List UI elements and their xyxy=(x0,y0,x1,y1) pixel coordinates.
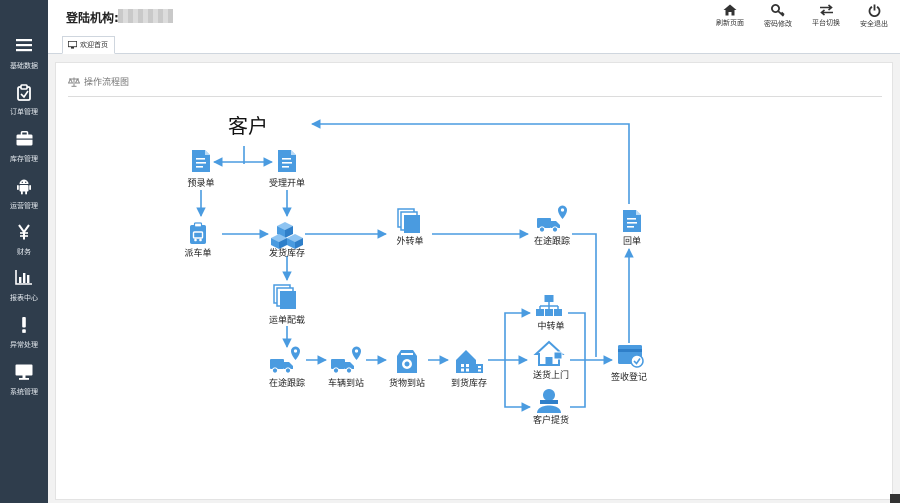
tab-label: 欢迎首页 xyxy=(80,41,108,49)
node-dispatch: 派车单 xyxy=(184,249,212,259)
sidebar-item-label: 报表中心 xyxy=(10,294,38,302)
node-transfer-out: 外转单 xyxy=(396,237,424,247)
logout-label: 安全退出 xyxy=(860,20,888,28)
monitor-icon xyxy=(68,41,77,49)
menu-icon xyxy=(0,34,48,60)
panel-title: 操作流程图 xyxy=(84,78,130,88)
node-arrival-stock: 到货库存 xyxy=(450,379,487,389)
node-door-delivery: 送货上门 xyxy=(532,371,569,381)
sidebar-item-finance[interactable]: 财务 xyxy=(0,220,48,266)
sidebar-item-label: 运营管理 xyxy=(10,202,38,210)
sidebar-item-orders[interactable]: 订单管理 xyxy=(0,80,48,126)
node-goods-arrive: 货物到站 xyxy=(388,379,425,389)
scale-icon xyxy=(67,77,81,87)
main-content: 操作流程图 xyxy=(48,54,900,503)
refresh-page-button[interactable]: 刷新页面 xyxy=(707,4,753,28)
panel-divider xyxy=(68,96,882,97)
power-icon xyxy=(868,4,880,17)
sidebar: 基础数据 订单管理 库存管理 运营管理 财务 报表中心 异常处理 xyxy=(0,0,48,503)
node-in-transit-top: 在途跟踪 xyxy=(533,237,570,247)
customer-label: 客户 xyxy=(228,114,268,138)
bar-chart-icon xyxy=(0,266,48,292)
sidebar-item-system[interactable]: 系统管理 xyxy=(0,360,48,406)
swap-icon xyxy=(819,4,833,16)
node-relay: 中转单 xyxy=(537,322,565,332)
node-waybill-load: 运单配载 xyxy=(268,316,305,326)
switch-platform-label: 平台切换 xyxy=(812,19,840,27)
refresh-page-label: 刷新页面 xyxy=(716,19,744,27)
scrollbar-corner[interactable] xyxy=(890,494,900,503)
logout-button[interactable]: 安全退出 xyxy=(851,4,897,29)
sidebar-item-label: 订单管理 xyxy=(10,108,38,116)
sidebar-item-label: 库存管理 xyxy=(10,155,38,163)
yen-icon xyxy=(0,220,48,246)
flow-panel: 操作流程图 xyxy=(55,62,893,500)
exclamation-icon xyxy=(0,313,48,339)
node-preorder: 预录单 xyxy=(187,179,215,189)
tab-welcome-home[interactable]: 欢迎首页 xyxy=(62,36,115,54)
node-stock: 发货库存 xyxy=(268,249,305,259)
sidebar-item-label: 系统管理 xyxy=(10,388,38,396)
briefcase-icon xyxy=(0,127,48,153)
sidebar-item-label: 基础数据 xyxy=(10,62,38,70)
top-header: 登陆机构: 刷新页面 密码修改 平台切换 安全退出 xyxy=(48,0,900,36)
node-sign-register: 签收登记 xyxy=(610,373,647,383)
change-password-button[interactable]: 密码修改 xyxy=(755,4,801,29)
panel-header: 操作流程图 xyxy=(67,75,130,88)
node-in-transit: 在途跟踪 xyxy=(268,379,305,389)
clipboard-icon xyxy=(0,80,48,106)
sidebar-item-inventory[interactable]: 库存管理 xyxy=(0,127,48,173)
sidebar-item-basic-data[interactable]: 基础数据 xyxy=(0,34,48,80)
node-receipt: 回单 xyxy=(622,237,641,247)
sidebar-item-label: 财务 xyxy=(17,248,31,256)
node-vehicle-arrive: 车辆到站 xyxy=(327,379,364,389)
monitor-icon xyxy=(0,360,48,386)
org-label: 登陆机构: xyxy=(66,11,119,25)
node-accept: 受理开单 xyxy=(268,179,305,189)
android-icon xyxy=(0,174,48,200)
home-icon xyxy=(723,4,737,16)
sidebar-item-exceptions[interactable]: 异常处理 xyxy=(0,313,48,359)
switch-platform-button[interactable]: 平台切换 xyxy=(803,4,849,28)
node-customer-pickup: 客户提货 xyxy=(532,416,569,426)
tab-bar: 欢迎首页 xyxy=(48,36,900,54)
change-password-label: 密码修改 xyxy=(764,20,792,28)
sidebar-item-reports[interactable]: 报表中心 xyxy=(0,266,48,312)
key-icon xyxy=(771,4,785,17)
sidebar-item-operations[interactable]: 运营管理 xyxy=(0,174,48,220)
sidebar-item-label: 异常处理 xyxy=(10,341,38,349)
org-name-redacted xyxy=(118,9,173,23)
